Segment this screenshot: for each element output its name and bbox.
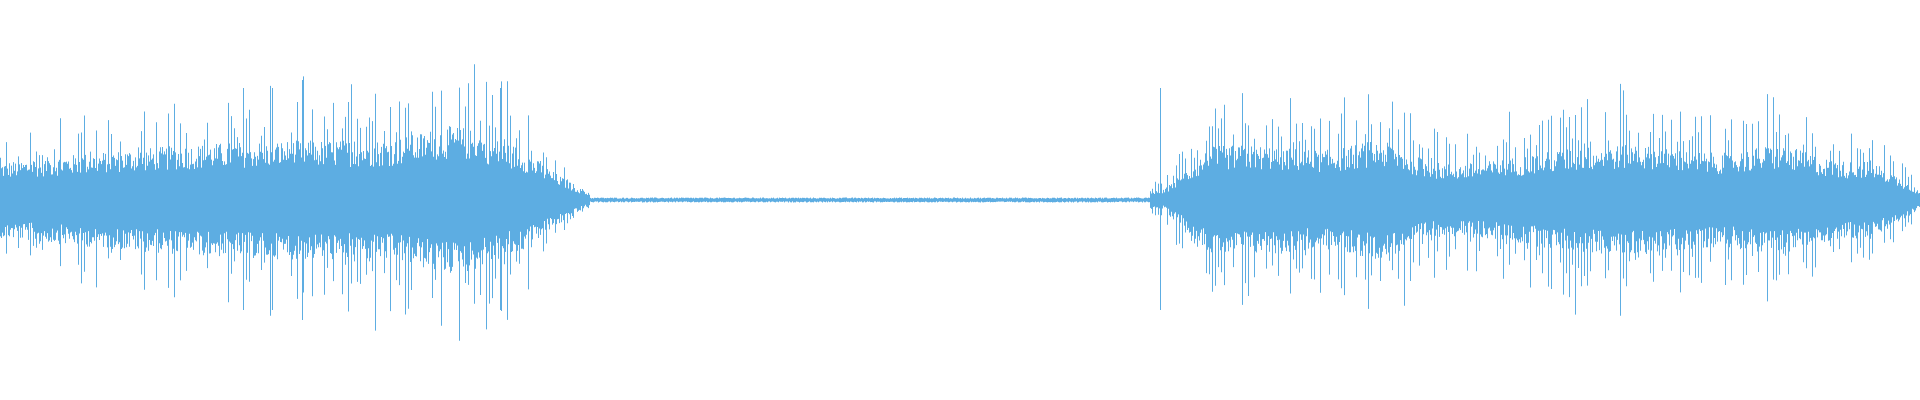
waveform-body: [0, 126, 1920, 273]
waveform-spikes: [0, 64, 1915, 341]
